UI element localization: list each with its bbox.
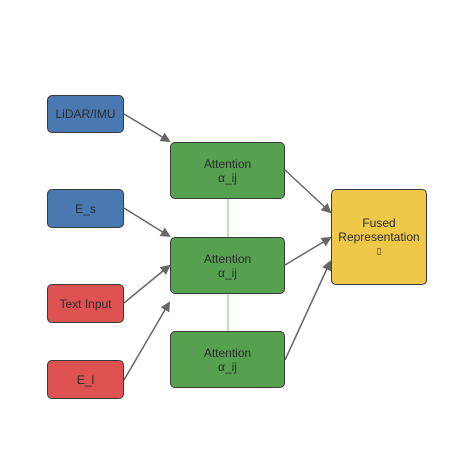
arrow-es-to-attn2: [123, 207, 171, 238]
attention-node-1: Attention α_ij: [170, 142, 285, 199]
fused-title-line2: Representation: [338, 230, 420, 244]
attention-title: Attention: [203, 251, 252, 266]
arrow-attn3-to-fused: [284, 260, 332, 361]
input-node-e-l: E_l: [47, 360, 124, 399]
fused-title-line1: Fused: [362, 216, 396, 230]
input-node-lidar-imu: LiDAR/IMU: [47, 95, 124, 133]
arrow-el-to-attn3: [123, 301, 171, 381]
arrow-text-to-attn2: [123, 264, 171, 304]
input-node-label: E_s: [75, 201, 96, 216]
attention-weight: α_ij: [218, 170, 237, 185]
attention-node-3: Attention α_ij: [170, 331, 285, 388]
attention-weight: α_ij: [218, 359, 237, 374]
attention-title: Attention: [203, 345, 252, 360]
attention-title: Attention: [203, 156, 252, 171]
attention-node-2: Attention α_ij: [170, 237, 285, 294]
attention-weight: α_ij: [218, 265, 237, 280]
arrow-attn1-to-fused: [284, 169, 332, 214]
arrow-attn2-to-fused: [284, 236, 332, 266]
input-node-label: Text Input: [59, 296, 112, 311]
fused-representation-node: Fused Representation ▯: [331, 189, 427, 285]
input-node-label: E_l: [76, 372, 95, 387]
fused-glyph: ▯: [376, 246, 382, 256]
arrow-lidar-to-attn1: [123, 113, 171, 143]
input-node-e-s: E_s: [47, 189, 124, 228]
input-node-label: LiDAR/IMU: [55, 107, 116, 121]
input-node-text-input: Text Input: [47, 284, 124, 323]
